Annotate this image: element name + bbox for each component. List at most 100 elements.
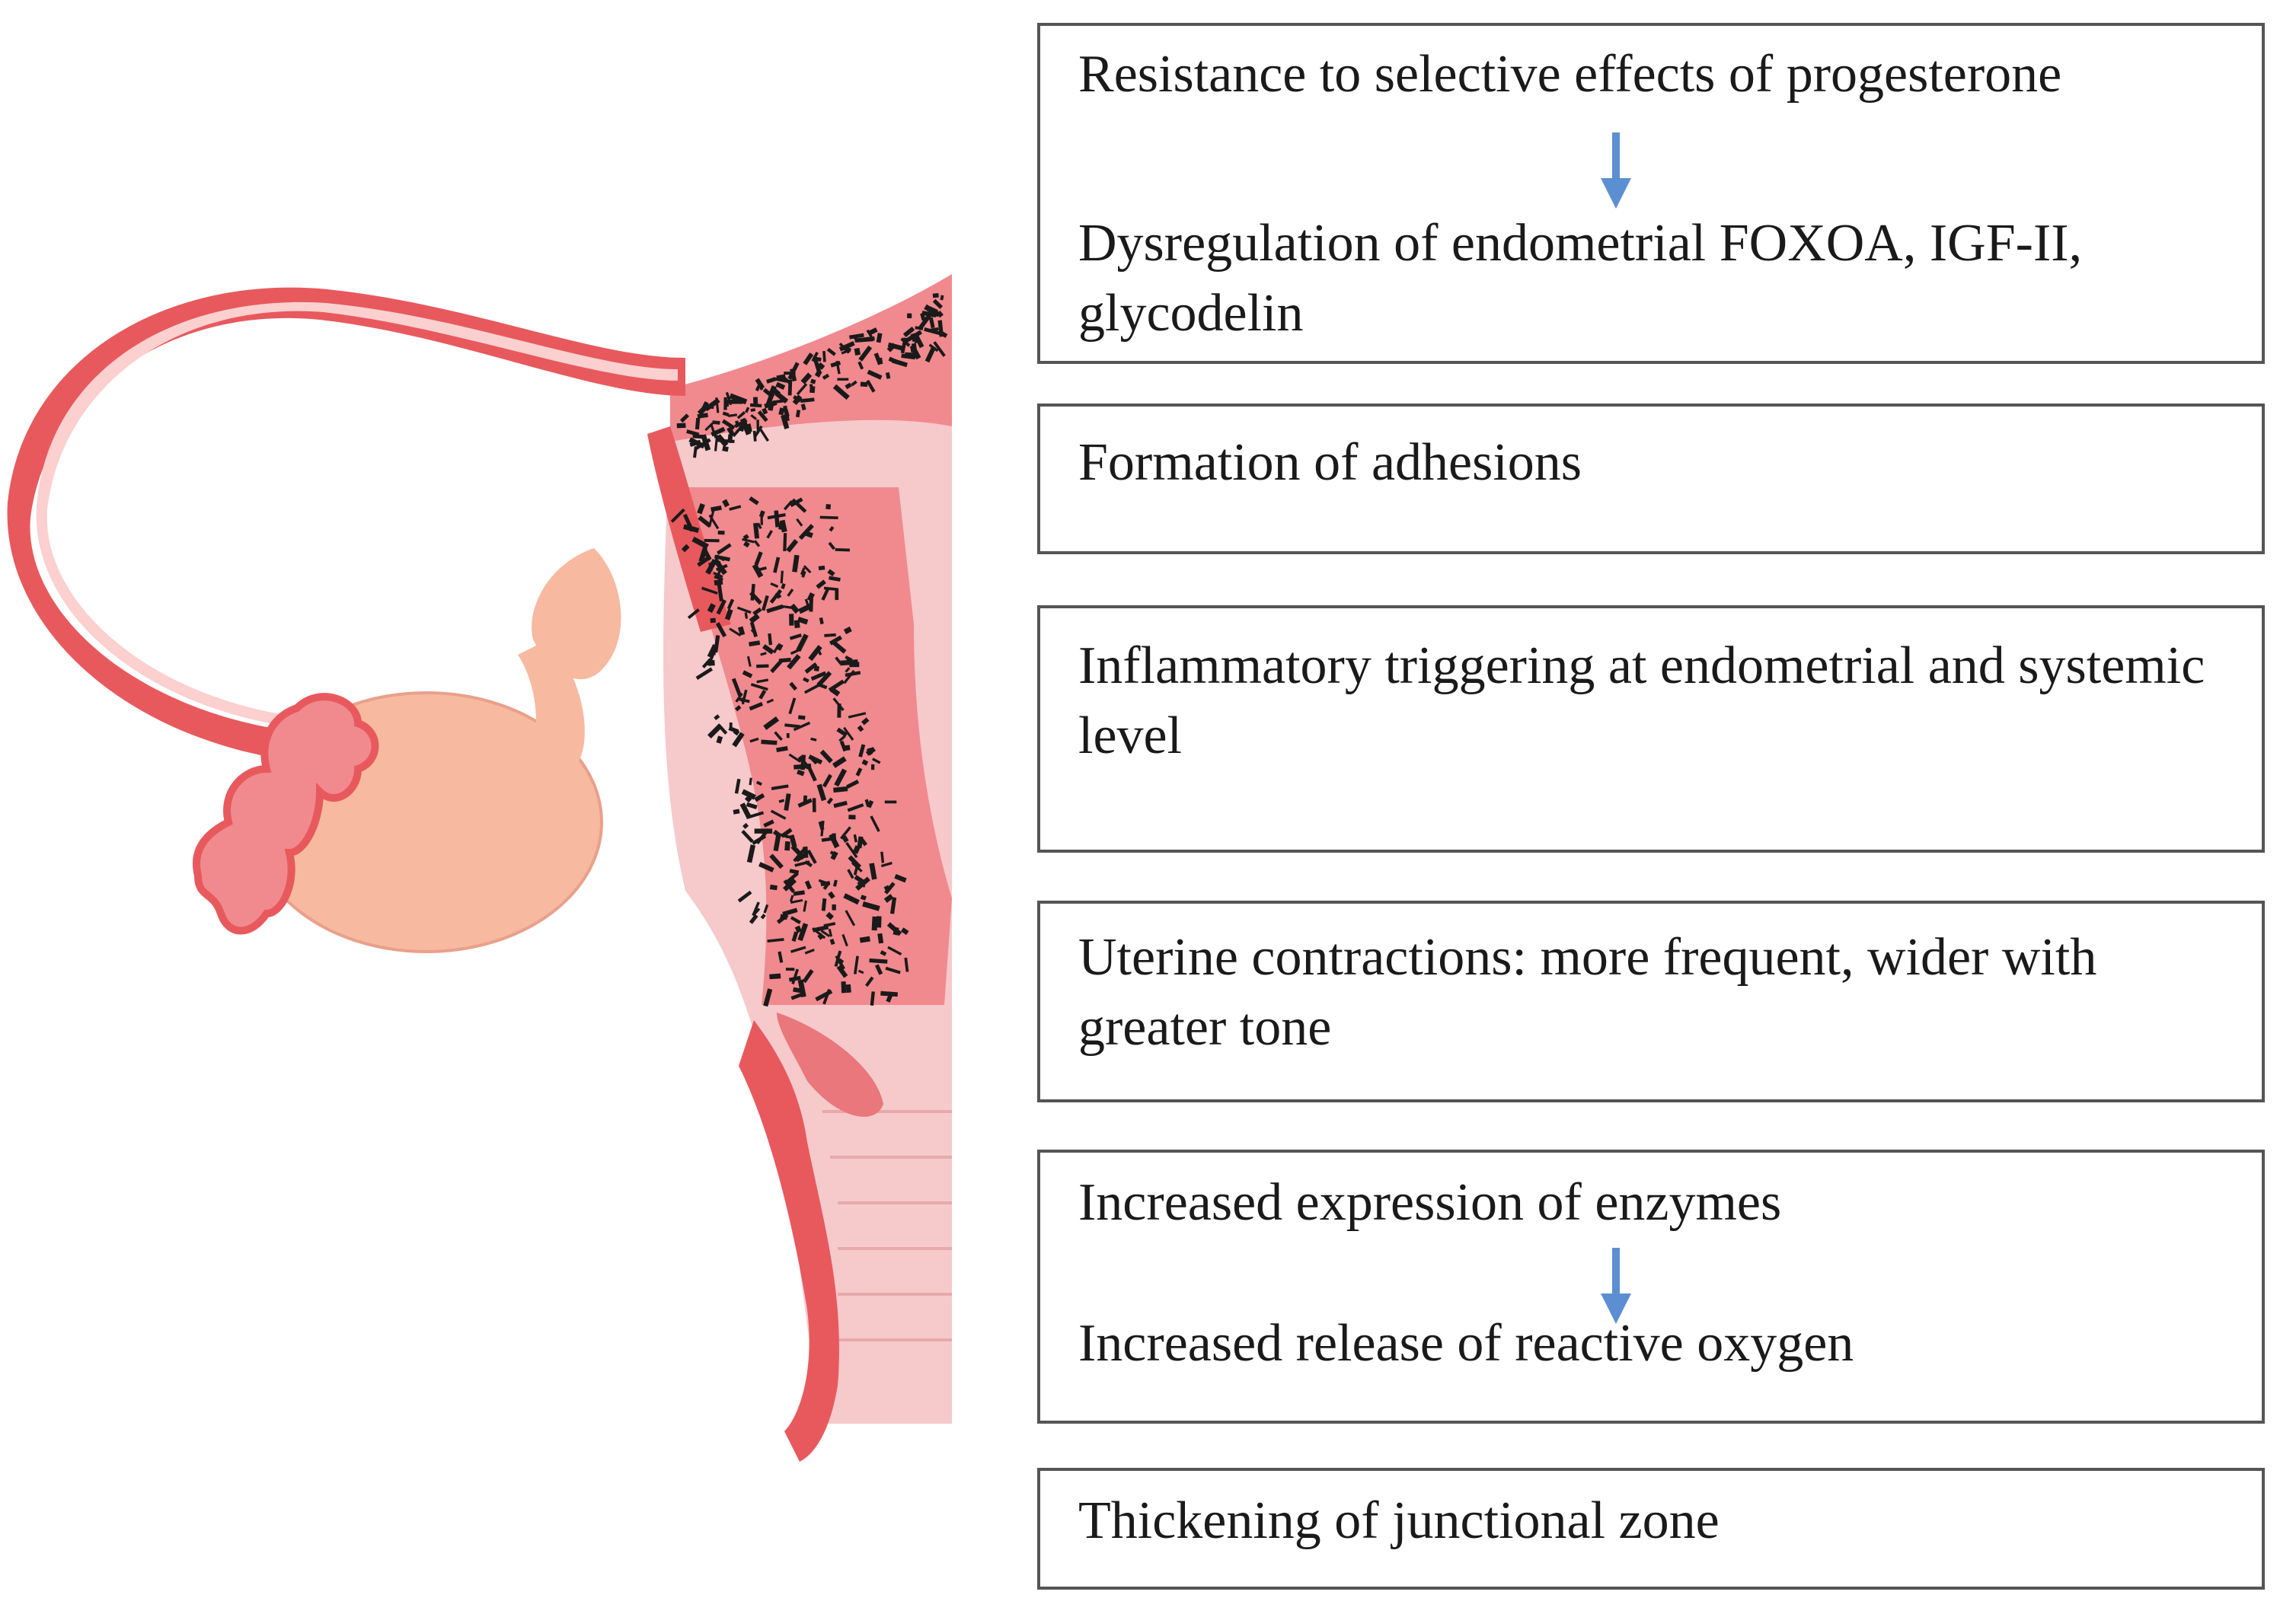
speckle: [749, 737, 759, 743]
speckle: [755, 780, 762, 786]
speckle: [932, 293, 939, 298]
speckle: [781, 414, 790, 429]
speckle: [789, 681, 798, 691]
speckle: [812, 798, 816, 812]
speckle: [737, 626, 746, 636]
speckle: [857, 725, 864, 732]
speckle: [806, 850, 817, 864]
adenomyosis-speckles: [670, 293, 948, 1007]
speckle: [742, 534, 749, 541]
speckle: [716, 735, 723, 744]
speckle: [788, 697, 797, 715]
speckle: [798, 604, 812, 614]
speckle: [842, 745, 851, 751]
speckle: [735, 692, 743, 703]
speckle: [803, 352, 814, 365]
speckle: [907, 313, 912, 319]
speckle: [859, 936, 870, 943]
speckle: [778, 407, 785, 416]
speckle: [716, 434, 729, 448]
speckle: [740, 697, 745, 705]
speckle: [768, 633, 773, 646]
speckle: [775, 643, 784, 651]
speckle: [783, 533, 787, 552]
speckle: [819, 749, 833, 764]
ovary-connection: [518, 640, 585, 761]
speckle: [857, 836, 864, 849]
speckle: [841, 835, 849, 843]
speckle: [766, 604, 784, 614]
speckle: [752, 907, 761, 917]
speckle: [749, 914, 758, 924]
speckle: [900, 927, 909, 936]
speckle: [800, 404, 806, 411]
speckle: [691, 536, 709, 550]
speckle: [803, 683, 822, 694]
speckle: [749, 702, 764, 711]
speckle: [810, 737, 817, 742]
speckle: [762, 388, 775, 399]
speckle: [909, 344, 921, 360]
speckle: [756, 522, 762, 530]
speckle: [853, 867, 858, 876]
speckle: [801, 570, 806, 578]
speckle: [761, 739, 778, 745]
speckle: [772, 829, 782, 838]
speckle: [818, 821, 825, 831]
speckle: [733, 809, 740, 815]
speckle: [836, 965, 848, 978]
speckle: [857, 361, 864, 370]
speckle: [692, 434, 704, 439]
speckle: [695, 667, 714, 680]
speckle: [773, 834, 781, 852]
speckle: [734, 705, 742, 712]
speckle: [797, 755, 810, 770]
speckle: [797, 769, 805, 777]
speckle: [746, 802, 758, 809]
speckle: [775, 381, 786, 390]
speckle: [829, 833, 840, 849]
speckle: [789, 869, 800, 875]
speckle: [794, 925, 802, 933]
speckle: [821, 898, 827, 911]
speckle: [829, 938, 835, 946]
speckle: [832, 384, 850, 400]
speckle: [870, 815, 880, 832]
speckle: [728, 413, 738, 417]
speckle: [790, 946, 806, 953]
speckle: [828, 679, 845, 692]
speckle: [788, 753, 802, 763]
speckle: [806, 592, 815, 602]
speckle: [887, 946, 902, 955]
speckle: [928, 317, 935, 329]
speckle: [795, 854, 806, 863]
speckle: [847, 869, 854, 879]
speckle: [894, 873, 907, 883]
box-line: Inflammatory triggering at endometrial a…: [1078, 636, 2205, 765]
speckle: [826, 347, 836, 356]
speckle: [823, 586, 838, 592]
speckle: [804, 949, 815, 955]
speckle: [886, 991, 894, 1003]
speckle: [827, 569, 835, 577]
speckle: [793, 721, 811, 732]
speckle: [760, 914, 766, 920]
speckle: [707, 603, 716, 614]
speckle: [832, 904, 836, 911]
speckle: [810, 378, 816, 384]
speckle: [891, 358, 908, 368]
speckle: [729, 505, 742, 511]
speckle: [790, 993, 802, 1000]
speckle: [838, 343, 851, 354]
speckle: [743, 541, 750, 548]
speckle: [796, 518, 803, 527]
speckle: [828, 541, 835, 550]
speckle: [758, 510, 765, 518]
speckle: [918, 314, 931, 330]
speckle: [741, 830, 754, 843]
speckle: [701, 658, 712, 668]
speckle: [712, 420, 720, 425]
speckle: [745, 407, 750, 413]
speckle: [880, 950, 887, 956]
speckle: [749, 621, 758, 638]
